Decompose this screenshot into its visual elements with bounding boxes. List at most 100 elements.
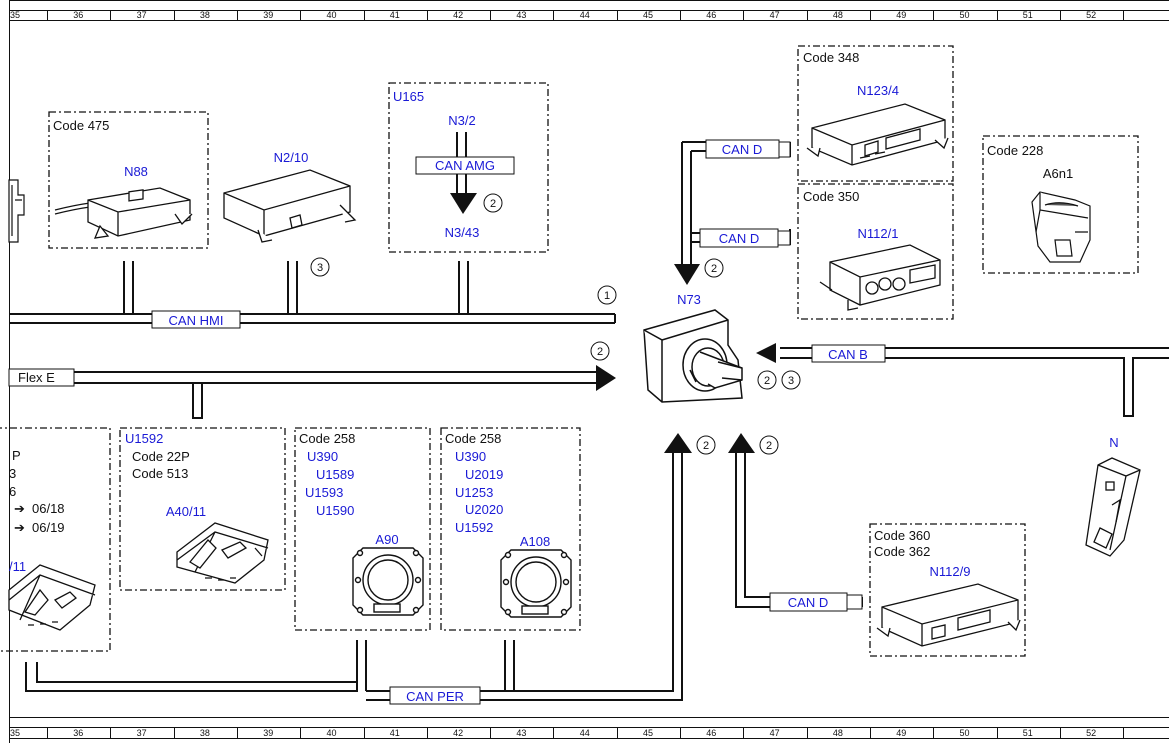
- ruler-number: 36: [73, 10, 83, 20]
- ruler-number: 35: [10, 728, 20, 738]
- can-d-label-3: CAN D: [788, 595, 828, 610]
- n123-4-code: Code 348: [803, 50, 859, 65]
- left-partial-2: 3: [9, 466, 16, 481]
- can-d-label-1: CAN D: [722, 142, 762, 157]
- ruler-number: 42: [453, 728, 463, 738]
- ruler-number: 46: [706, 10, 716, 20]
- ruler-number: 37: [137, 728, 147, 738]
- n123-4-label: N123/4: [857, 83, 899, 98]
- ruler-ticks: [47, 10, 1124, 738]
- can-hmi-label: CAN HMI: [169, 313, 224, 328]
- ruler-number: 40: [326, 728, 336, 738]
- a6n1-label: A6n1: [1043, 166, 1073, 181]
- can-amg-arrow: [450, 193, 477, 214]
- n-module-icon: [1085, 457, 1141, 557]
- marker-3-n2: 3: [317, 262, 323, 274]
- ruler-number: 52: [1086, 10, 1096, 20]
- a108-code: Code 258: [445, 431, 501, 446]
- a90-c1: U390: [307, 449, 338, 464]
- a90-c4: U1590: [316, 503, 354, 518]
- left-partial-date-1: 06/18: [32, 501, 65, 516]
- a90-c3: U1593: [305, 485, 343, 500]
- a90-label: A90: [375, 532, 398, 547]
- n112-1-module-icon: [819, 244, 941, 311]
- left-partial-module-icon: [8, 564, 96, 631]
- n73-label: N73: [677, 292, 701, 307]
- ruler-number: 48: [833, 728, 843, 738]
- left-partial-date-2: 06/19: [32, 520, 65, 535]
- n123-4-module-icon: [806, 103, 949, 166]
- a40-11-code1: U1592: [125, 431, 163, 446]
- n112-9-label: N112/9: [930, 564, 971, 579]
- ruler-number: 48: [833, 10, 843, 20]
- a40-11-module-icon: [176, 522, 269, 584]
- a6n1-code: Code 228: [987, 143, 1043, 158]
- a108-c4: U2020: [465, 502, 503, 517]
- ruler-bottom: [9, 717, 1169, 739]
- ruler-number: 46: [706, 728, 716, 738]
- ruler-number: 39: [263, 10, 273, 20]
- can-d-arrow: [674, 264, 700, 285]
- marker-1: 1: [604, 290, 610, 302]
- a6n1-module-icon: [1031, 191, 1091, 263]
- marker-2-up2: 2: [766, 440, 772, 452]
- marker-2-flex: 2: [597, 346, 603, 358]
- marker-3-canb: 3: [788, 375, 794, 387]
- can-amg-label: CAN AMG: [435, 158, 495, 173]
- ruler-number: 41: [390, 10, 400, 20]
- a108-c3: U1253: [455, 485, 493, 500]
- ruler-number: 39: [263, 728, 273, 738]
- partial-part-icon: [8, 179, 25, 243]
- left-partial-label: /11: [9, 559, 26, 574]
- left-partial-3: 6: [9, 484, 16, 499]
- ruler-number: 49: [896, 728, 906, 738]
- ruler-number: 45: [643, 728, 653, 738]
- a108-c5: U1592: [455, 520, 493, 535]
- n-right-label: N: [1109, 435, 1118, 450]
- a40-11-code3: Code 513: [132, 466, 188, 481]
- a40-11-code2: Code 22P: [132, 449, 190, 464]
- amg-code: U165: [393, 89, 424, 104]
- marker-2-canb: 2: [764, 375, 770, 387]
- circle-markers: [310, 193, 801, 455]
- ruler-number: 52: [1086, 728, 1096, 738]
- ruler-number: 38: [200, 728, 210, 738]
- n88-label: N88: [124, 164, 148, 179]
- left-arrow-2: ➔: [14, 520, 25, 535]
- a90-speaker-icon: [352, 547, 424, 616]
- n88-module-icon: [54, 187, 193, 239]
- n112-9-code2: Code 362: [874, 544, 930, 559]
- ruler-number: 47: [770, 10, 780, 20]
- n3-43-label: N3/43: [445, 225, 480, 240]
- can-d-lower-arrow: [728, 433, 755, 453]
- ruler-number: 38: [200, 10, 210, 20]
- ruler-number: 42: [453, 10, 463, 20]
- n88-code: Code 475: [53, 118, 109, 133]
- ruler-number: 36: [73, 728, 83, 738]
- a108-label: A108: [520, 534, 550, 549]
- a108-c1: U390: [455, 449, 486, 464]
- ruler-number: 43: [516, 728, 526, 738]
- a90-c2: U1589: [316, 467, 354, 482]
- ruler-number: 50: [959, 728, 969, 738]
- a40-11-label: A40/11: [166, 504, 206, 519]
- ruler-number: 50: [959, 10, 969, 20]
- ruler-number: 41: [390, 728, 400, 738]
- ruler-number: 47: [770, 728, 780, 738]
- marker-2-up1: 2: [703, 440, 709, 452]
- n112-1-label: N112/1: [858, 226, 899, 241]
- left-arrow-1: ➔: [14, 501, 25, 516]
- n2-10-label: N2/10: [274, 150, 309, 165]
- ruler-top: [9, 0, 1169, 21]
- can-b-label: CAN B: [828, 347, 868, 362]
- ruler-number: 45: [643, 10, 653, 20]
- can-d-label-2: CAN D: [719, 231, 759, 246]
- can-per-arrow: [664, 433, 692, 453]
- a108-c2: U2019: [465, 467, 503, 482]
- n3-2-label: N3/2: [448, 113, 475, 128]
- ruler-number: 35: [10, 10, 20, 20]
- arrowheads: [450, 193, 776, 453]
- a90-code: Code 258: [299, 431, 355, 446]
- flex-e-label: Flex E: [18, 370, 55, 385]
